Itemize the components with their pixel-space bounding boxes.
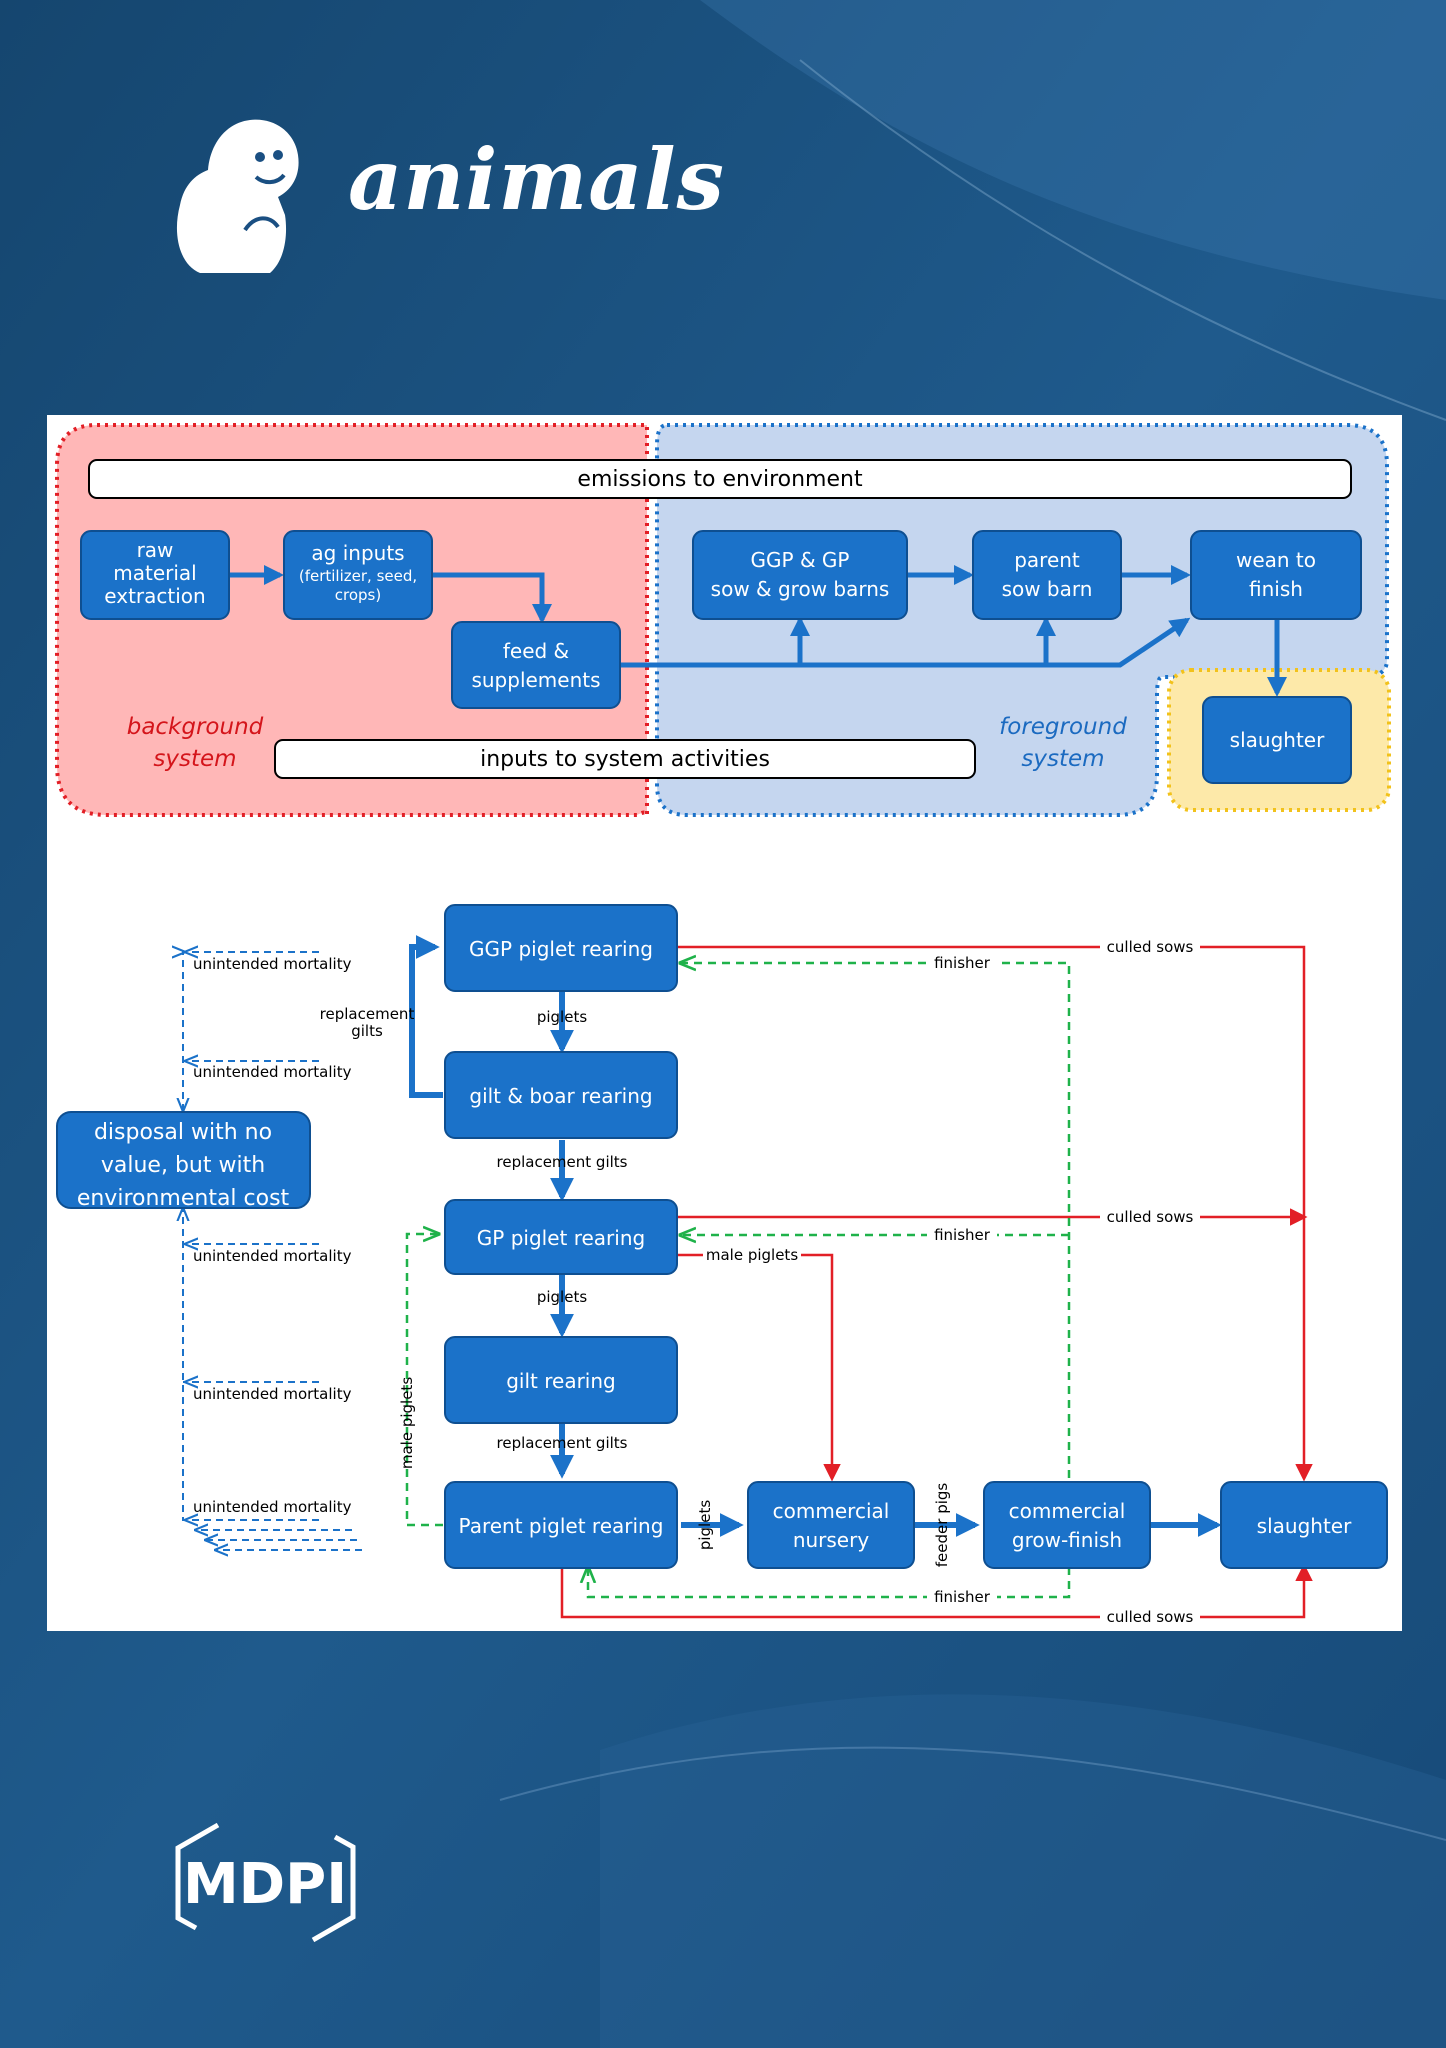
emissions-label: emissions to environment: [577, 467, 863, 492]
raw-line-3: extraction: [104, 584, 205, 608]
feed-box: [451, 621, 621, 709]
ag-line-3: crops): [335, 586, 381, 604]
disposal-line-3: environmental cost: [77, 1186, 290, 1211]
feed-line-1: feed &: [503, 639, 569, 663]
parent-line-1: parent: [1014, 548, 1080, 572]
background-label-2: system: [153, 746, 236, 772]
raw-line-1: raw: [137, 538, 174, 562]
disposal-line-2: value, but with: [101, 1153, 265, 1178]
parent-line-2: sow barn: [1002, 577, 1093, 601]
piglets-vertical: piglets: [696, 1500, 714, 1550]
mortality-label-5: unintended mortality: [193, 1498, 352, 1516]
wean-line-1: wean to: [1236, 548, 1316, 572]
grow-finish-line-1: commercial: [1009, 1499, 1126, 1523]
parent-rearing-label: Parent piglet rearing: [459, 1514, 664, 1538]
mdpi-logo-icon: MDPI: [175, 1822, 356, 1943]
journal-title: animals: [348, 130, 725, 229]
piglets-label-2: piglets: [537, 1288, 587, 1306]
gilt-boar-label: gilt & boar rearing: [469, 1084, 652, 1108]
ag-inputs-box: [283, 530, 433, 620]
background-label-1: background: [127, 714, 264, 740]
nursery-line-1: commercial: [773, 1499, 890, 1523]
ggp-line-2: sow & grow barns: [711, 577, 890, 601]
slaughter-box-bottom: [1220, 1481, 1388, 1569]
replacement-gilts-loop-1: replacement: [320, 1005, 415, 1023]
culled-sows-3: culled sows: [1107, 1608, 1194, 1626]
male-piglets-label: male piglets: [706, 1246, 798, 1264]
culled-sows-2: culled sows: [1107, 1208, 1194, 1226]
male-piglets-vertical: male piglets: [398, 1377, 416, 1469]
mortality-label-1: unintended mortality: [193, 955, 352, 973]
ggp-rearing-label: GGP piglet rearing: [469, 937, 653, 961]
ggp-line-1: GGP & GP: [751, 548, 850, 572]
gp-rearing-box: [444, 1199, 678, 1275]
gilt-rearing-box: [444, 1336, 678, 1424]
finisher-label-2: finisher: [934, 1226, 991, 1244]
replacement-gilts-label-1: replacement gilts: [497, 1153, 628, 1171]
wean-line-2: finish: [1249, 577, 1303, 601]
wean-finish-box: [1190, 530, 1362, 620]
finisher-label-1: finisher: [934, 954, 991, 972]
slaughter-box-top: [1202, 696, 1352, 784]
raw-line-2: material: [113, 561, 196, 585]
mortality-label-3: unintended mortality: [193, 1247, 352, 1265]
mortality-label-4: unintended mortality: [193, 1385, 352, 1403]
gp-rearing-label: GP piglet rearing: [477, 1226, 645, 1250]
bottom-diagram: unintended mortality unintended mortalit…: [56, 904, 1388, 1626]
finisher-label-3: finisher: [934, 1588, 991, 1606]
feed-line-2: supplements: [471, 668, 600, 692]
ggp-rearing-box: [444, 904, 678, 992]
nursery-box: [747, 1481, 915, 1569]
ggp-gp-box: [692, 530, 908, 620]
disposal-box: [56, 1111, 311, 1209]
grow-finish-line-2: grow-finish: [1012, 1528, 1122, 1552]
foreground-label-1: foreground: [999, 714, 1127, 740]
nursery-line-2: nursery: [793, 1528, 870, 1552]
grow-finish-box: [983, 1481, 1151, 1569]
inputs-label: inputs to system activities: [480, 747, 770, 772]
mortality-label-2: unintended mortality: [193, 1063, 352, 1081]
slaughter-bottom-label: slaughter: [1257, 1514, 1352, 1538]
figure-panel: emissions to environment inputs to syste…: [47, 415, 1402, 1631]
mdpi-logo-text: MDPI: [183, 1852, 347, 1917]
culled-sows-1: culled sows: [1107, 938, 1194, 956]
ag-line-1: ag inputs: [311, 541, 404, 565]
feeder-pigs-vertical: feeder pigs: [933, 1483, 951, 1568]
ag-line-2: (fertilizer, seed,: [299, 567, 417, 585]
top-diagram: emissions to environment inputs to syste…: [55, 423, 1391, 817]
disposal-line-1: disposal with no: [94, 1120, 272, 1145]
replacement-gilts-label-2: replacement gilts: [497, 1434, 628, 1452]
parent-sow-box: [972, 530, 1122, 620]
slaughter-top-label: slaughter: [1230, 728, 1325, 752]
raw-material-box: [80, 530, 230, 620]
replacement-gilts-loop-2: gilts: [351, 1022, 383, 1040]
foreground-label-2: system: [1021, 746, 1104, 772]
gilt-boar-box: [444, 1051, 678, 1139]
piglets-label-1: piglets: [537, 1008, 587, 1026]
ape-logo-icon: [176, 119, 299, 274]
gilt-rearing-label: gilt rearing: [506, 1369, 616, 1393]
parent-rearing-box: [444, 1481, 678, 1569]
